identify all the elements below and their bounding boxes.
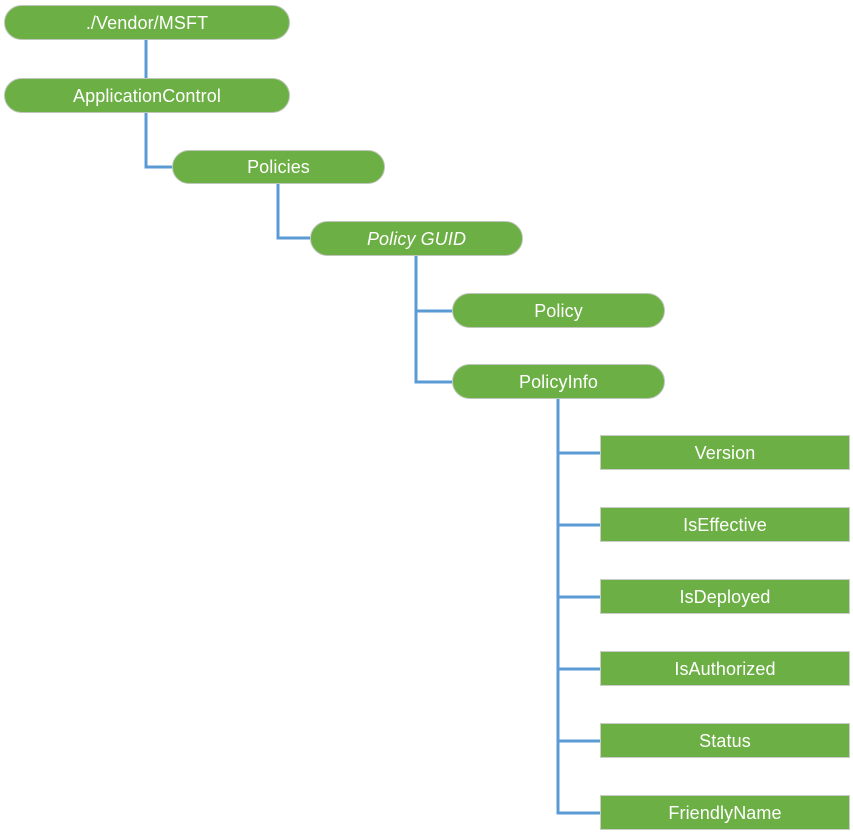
- edge-policies-to-policyguid: [276, 184, 310, 240]
- edge-policyguid-to-policy: [414, 256, 452, 313]
- node-friendly-name[interactable]: FriendlyName: [600, 795, 850, 830]
- node-label: IsAuthorized: [674, 658, 776, 679]
- node-label: IsEffective: [683, 514, 767, 535]
- node-label: IsDeployed: [679, 586, 771, 607]
- edge-policyinfo-to-iseffective: [556, 399, 600, 527]
- node-is-effective[interactable]: IsEffective: [600, 507, 850, 542]
- node-label: Policy: [534, 300, 583, 321]
- node-is-authorized[interactable]: IsAuthorized: [600, 651, 850, 686]
- node-label: PolicyInfo: [518, 371, 599, 392]
- edge-appcontrol-to-policies: [144, 113, 172, 169]
- node-vendor-msft[interactable]: ./Vendor/MSFT: [4, 5, 290, 40]
- node-label: Status: [699, 730, 751, 751]
- node-is-deployed[interactable]: IsDeployed: [600, 579, 850, 614]
- node-policies[interactable]: Policies: [172, 150, 385, 184]
- edge-policyguid-to-policyinfo: [414, 256, 452, 384]
- node-version[interactable]: Version: [600, 435, 850, 470]
- edge-policyinfo-to-isauthorized: [556, 399, 600, 671]
- node-label: ApplicationControl: [73, 85, 221, 106]
- node-label: Policies: [247, 157, 310, 177]
- edge-policyinfo-to-status: [556, 399, 600, 743]
- edge-policyinfo-to-friendlyname: [556, 399, 600, 815]
- node-status[interactable]: Status: [600, 723, 850, 758]
- node-policy-info[interactable]: PolicyInfo: [452, 364, 665, 399]
- edge-policyinfo-to-isdeployed: [556, 399, 600, 599]
- node-label: Policy GUID: [366, 228, 467, 249]
- node-label: ./Vendor/MSFT: [85, 12, 209, 33]
- node-label: FriendlyName: [668, 802, 782, 823]
- node-policy-guid[interactable]: Policy GUID: [310, 221, 523, 256]
- node-label: Version: [694, 442, 756, 463]
- node-policy[interactable]: Policy: [452, 293, 665, 328]
- node-application-control[interactable]: ApplicationControl: [4, 78, 290, 113]
- edge-policyinfo-to-version: [556, 399, 600, 455]
